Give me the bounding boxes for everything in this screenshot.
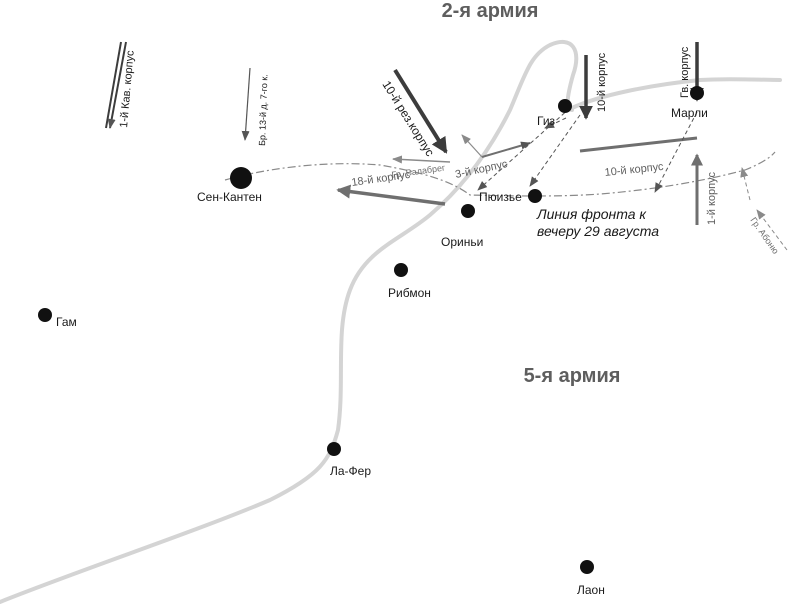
cav-corps-1-arrow [105, 41, 122, 129]
town-origny-dot [461, 204, 475, 218]
corps-3-branch-arrow [461, 134, 483, 158]
brigade-13-arrow [241, 67, 251, 141]
unit-corps-10-mid-label: 10-й корпус [604, 161, 665, 179]
town-ribemont-label: Рибмон [388, 286, 431, 300]
town-origny-label: Ориньи [441, 235, 483, 249]
valabreg-arrow [392, 155, 451, 164]
abonneau-arrow-upper [740, 167, 751, 201]
town-saint-quentin-dot [230, 167, 252, 189]
town-saint-quentin-label: Сен-Кантен [197, 190, 262, 204]
corps-18-arrow [336, 184, 446, 206]
unit-corps-18-label: 18-й корпус [351, 169, 412, 189]
town-la-fere-label: Ла-Фер [330, 464, 371, 478]
dashed-arrow-guise-to-puisieux [529, 114, 581, 187]
dashed-arrow-guise-to-origny [477, 107, 571, 191]
corps-3-arrow [481, 141, 531, 158]
unit-cav-corps-1-label: 1-й Кав. корпус [118, 50, 137, 129]
res-corps-10-arrow [393, 68, 448, 154]
unit-corps-1-label: 1-й корпус [706, 172, 718, 225]
town-guise-dot [558, 99, 572, 113]
town-laon-label: Лаон [577, 583, 605, 597]
dashed-arrow-guise-left [544, 117, 567, 129]
abonneau-arrow [756, 209, 788, 251]
town-la-fere-dot [327, 442, 341, 456]
town-ham-label: Гам [56, 315, 77, 329]
unit-corps-10-top-label: 10-й корпус [596, 52, 608, 112]
town-marle-dot [690, 86, 704, 100]
town-ham-dot [38, 308, 52, 322]
tributary-river [570, 77, 782, 110]
army-label-2: 2-я армия [442, 0, 539, 22]
unit-brigade-13-label: Бр. 13-й д. 7-го к. [257, 74, 269, 146]
army-label-5: 5-я армия [524, 365, 621, 387]
front-line-label-line2: вечеру 29 августа [537, 223, 659, 239]
unit-abonneau-label: Гр. Абоню [748, 215, 781, 256]
town-guise-label: Гиз [537, 114, 556, 128]
oise-river [0, 39, 579, 604]
town-marle-label: Марли [671, 106, 708, 120]
town-laon-dot [580, 560, 594, 574]
town-puisieux-dot [528, 189, 542, 203]
town-puisieux-label: Пюизье [479, 190, 522, 204]
dashed-arrow-marle-to-corps10 [654, 111, 698, 193]
town-ribemont-dot [394, 263, 408, 277]
unit-guard-corps-label: Гв. корпус [679, 46, 691, 98]
unit-corps-3-label: 3-й корпус [454, 158, 509, 181]
cav-corps-1-arrow-inner [107, 41, 127, 129]
corps-10-mid-line [579, 136, 698, 153]
front-line-label-line1: Линия фронта к [536, 206, 647, 222]
